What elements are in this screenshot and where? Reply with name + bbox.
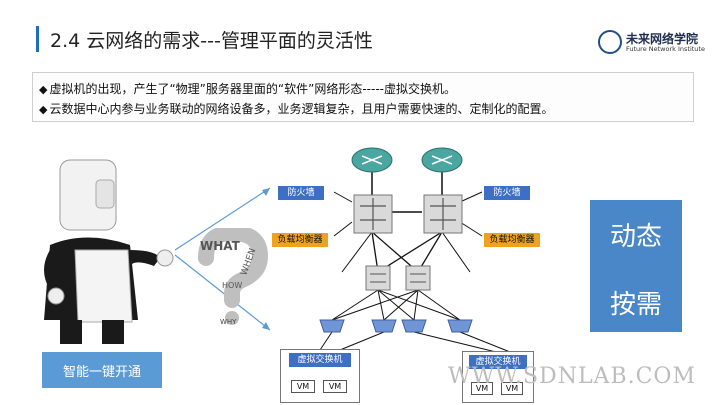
qword-what: WHAT [200,239,241,253]
title-accent-bar [36,26,39,52]
qword-how: HOW [222,281,242,290]
thinking-figure-illustration [44,159,174,344]
dynamic-on-demand-box: 动态 按需 [590,200,682,332]
router-icon [421,147,463,173]
bullet-text-1: 虚拟机的出现，产生了“物理”服务器里面的“软件”网络形态-----虚拟交换机。 [49,82,456,96]
core-switch-icon [423,194,463,234]
access-switch-icon [401,319,427,333]
vm-box: VM [291,380,315,393]
aggregation-switch-icon [365,265,391,291]
physical-server-right: 虚拟交换机 VM VM [462,351,534,403]
bullet-text-2: 云数据中心内参与业务联动的网络设备多，业务逻辑复杂，且用户需要快速的、定制化的配… [49,102,554,116]
logo: 未来网络学院 Future Network Institute [598,28,710,58]
logo-icon [598,30,622,54]
qword-why: WHY [220,318,237,326]
bullet-diamond-icon: ◆ [39,83,48,96]
one-click-provision-button[interactable]: 智能一键开通 [42,352,162,388]
bullet-item-2: ◆云数据中心内参与业务联动的网络设备多，业务逻辑复杂，且用户需要快速的、定制化的… [39,100,553,117]
virtual-switch-label-left: 虚拟交换机 [289,353,351,367]
virtual-switch-label-right: 虚拟交换机 [469,355,527,369]
access-switch-icon [371,319,397,333]
access-switch-icon [319,319,345,333]
watermark: WWW.SDNLAB.COM [448,364,696,389]
vm-box: VM [471,382,493,395]
vm-box: VM [323,380,347,393]
firewall-label-left: 防火墙 [278,186,324,200]
aggregation-switch-icon [405,265,431,291]
load-balancer-label-left: 负载均衡器 [272,233,328,247]
core-switch-icon [353,194,393,234]
bullet-item-1: ◆虚拟机的出现，产生了“物理”服务器里面的“软件”网络形态-----虚拟交换机。 [39,80,456,97]
dynamic-label: 动态 [609,222,662,252]
bullet-box: ◆虚拟机的出现，产生了“物理”服务器里面的“软件”网络形态-----虚拟交换机。… [32,72,694,122]
access-switch-icon [447,319,473,333]
physical-server-left: 虚拟交换机 VM VM [280,349,360,403]
load-balancer-label-right: 负载均衡器 [484,233,540,247]
firewall-label-right: 防火墙 [484,186,530,200]
question-mark-icon: WHAT WHEN HOW WHY [198,228,269,326]
logo-subtitle: Future Network Institute [626,45,705,53]
thought-arrows [174,187,271,331]
on-demand-label: 按需 [609,290,662,320]
logo-title: 未来网络学院 [626,32,699,46]
bullet-diamond-icon: ◆ [39,103,48,116]
page-title: 2.4 云网络的需求---管理平面的灵活性 [50,30,373,52]
vm-box: VM [501,382,523,395]
router-icon [351,147,393,173]
network-topology-diagram [319,147,511,353]
